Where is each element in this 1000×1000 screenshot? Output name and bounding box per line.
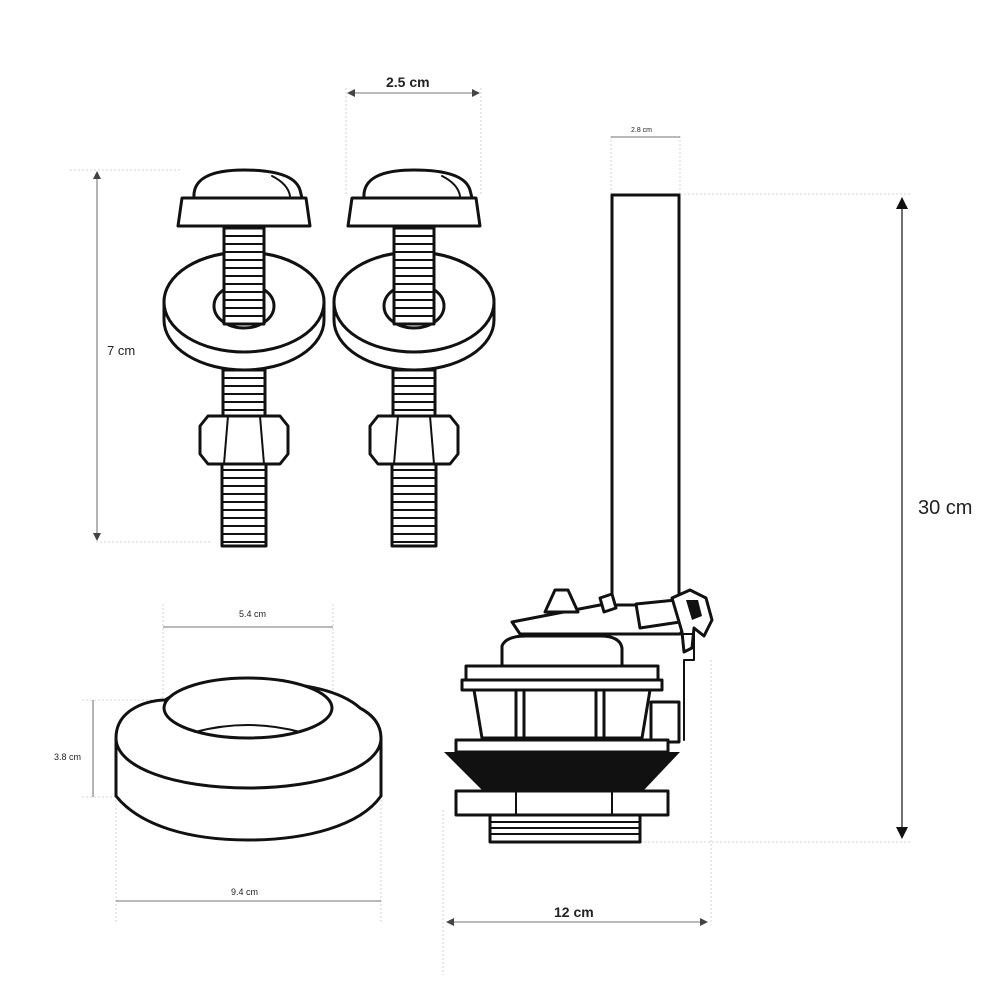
gasket-inner-dimension (162, 604, 334, 700)
gasket-height-dimension (82, 699, 160, 798)
gasket-height-label: 3.8 cm (54, 752, 82, 762)
valve-width-label: 12 cm (554, 904, 594, 920)
gasket-outer-dimension (115, 800, 382, 922)
toilet-bolt-right (332, 168, 496, 548)
valve-height-label: 30 cm (918, 497, 973, 519)
gasket-outer-label: 9.4 cm (231, 887, 259, 897)
bolt-length-label: 7 cm (107, 343, 136, 358)
valve-width-dimension (442, 660, 712, 975)
gasket-inner-label: 5.4 cm (239, 609, 267, 619)
tube-width-label: 2.8 cm (631, 127, 653, 134)
bolt-length-dimension (70, 169, 210, 543)
tube-width-dimension (610, 136, 681, 196)
valve-height-dimension (640, 193, 910, 843)
rubber-gasket (114, 676, 383, 842)
bolt-spacing-dimension (345, 88, 482, 196)
toilet-bolt-left (162, 168, 326, 548)
fill-valve (444, 193, 714, 844)
refill-tube (610, 193, 681, 607)
bolt-spacing-label: 2.5 cm (386, 74, 430, 90)
